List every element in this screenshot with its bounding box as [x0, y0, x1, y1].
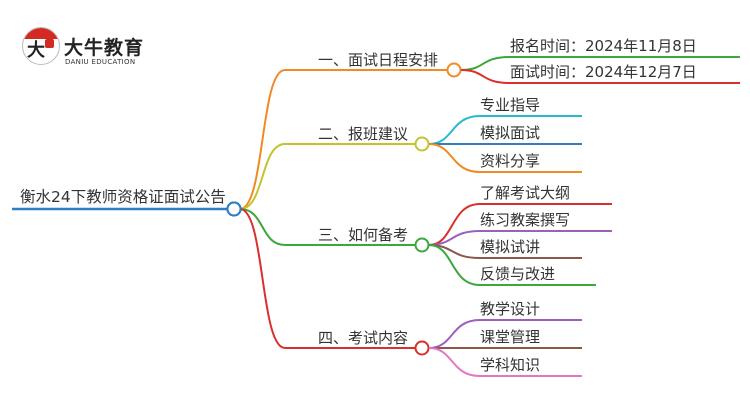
- leaf-topic-3-1[interactable]: 了解考试大纲: [480, 184, 571, 202]
- logo-badge-icon: 大牛: [22, 27, 60, 65]
- leaf-topic-2-2[interactable]: 模拟面试: [480, 124, 541, 142]
- branch-connector-4: [239, 208, 415, 349]
- branch-connector-1: [239, 69, 447, 210]
- branch-connector-2: [239, 143, 415, 210]
- branch-topic-4[interactable]: 四、考试内容: [318, 329, 409, 347]
- branch-node-1[interactable]: [446, 62, 462, 78]
- leaf-topic-2-1[interactable]: 专业指导: [480, 96, 541, 114]
- branch-topic-1[interactable]: 一、面试日程安排: [318, 51, 439, 69]
- branch-topic-3[interactable]: 三、如何备考: [318, 226, 409, 244]
- leaf-connector-1-2: [460, 69, 740, 84]
- branch-node-4[interactable]: [414, 340, 430, 356]
- leaf-connector-4-1: [428, 319, 582, 349]
- leaf-topic-3-4[interactable]: 反馈与改进: [480, 265, 556, 283]
- logo-badge-glyph: 大牛: [27, 40, 45, 61]
- leaf-connector-3-1: [428, 203, 612, 246]
- leaf-topic-4-3[interactable]: 学科知识: [480, 356, 541, 374]
- logo-name-en: DANIU EDUCATION: [65, 58, 136, 66]
- leaf-topic-4-2[interactable]: 课堂管理: [480, 328, 541, 346]
- root-node-circle[interactable]: [226, 201, 242, 217]
- leaf-topic-2-3[interactable]: 资料分享: [480, 152, 541, 170]
- leaf-topic-1-1[interactable]: 报名时间：2024年11月8日: [510, 37, 697, 55]
- brand-logo: 大牛 大牛教育 DANIU EDUCATION: [22, 27, 172, 72]
- leaf-connector-2-3: [428, 143, 582, 173]
- branch-node-2[interactable]: [414, 136, 430, 152]
- branch-topic-2[interactable]: 二、报班建议: [318, 125, 409, 143]
- leaf-connector-3-4: [428, 244, 596, 286]
- logo-name-cn: 大牛教育: [64, 37, 145, 59]
- leaf-topic-1-2[interactable]: 面试时间：2024年12月7日: [510, 63, 697, 81]
- leaf-topic-3-2[interactable]: 练习教案撰写: [480, 211, 571, 229]
- branch-node-3[interactable]: [414, 237, 430, 253]
- leaf-connector-4-3: [428, 347, 582, 377]
- leaf-topic-3-3[interactable]: 模拟试讲: [480, 238, 541, 256]
- leaf-connector-2-1: [428, 115, 582, 145]
- branch-connector-3: [239, 208, 415, 246]
- root-topic[interactable]: 衡水24下教师资格证面试公告: [20, 188, 226, 206]
- leaf-topic-4-1[interactable]: 教学设计: [480, 300, 541, 318]
